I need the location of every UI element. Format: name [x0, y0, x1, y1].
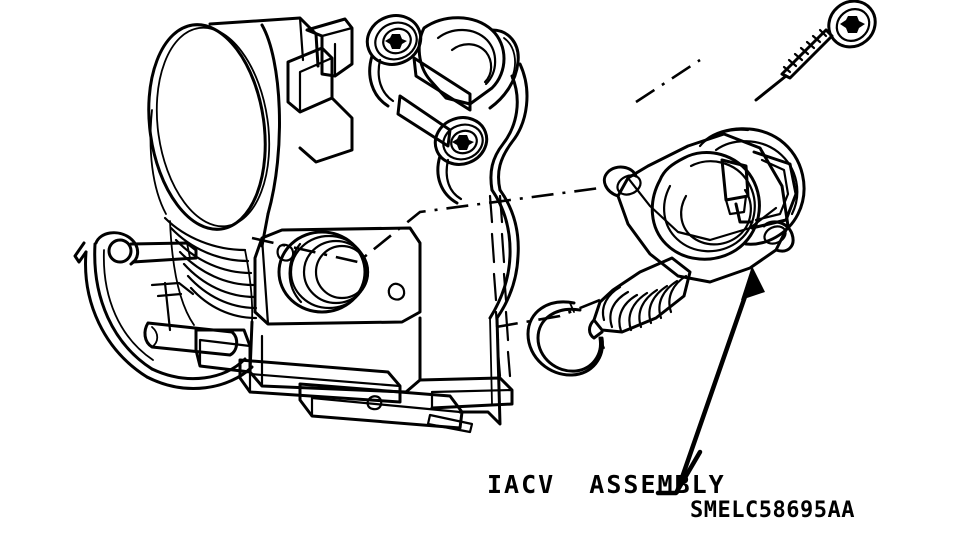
body-right-profile	[488, 62, 529, 320]
tie-bar	[396, 56, 472, 148]
assembly-centerline	[251, 58, 701, 329]
iacv-assembly-label: IACV ASSEMBLY	[487, 470, 726, 499]
throttle-body	[73, 14, 529, 434]
throttle-bore	[147, 23, 271, 231]
iacv-mounting-screw	[754, 0, 877, 102]
o-ring-seal	[526, 300, 605, 377]
upper-bracket	[286, 17, 354, 164]
idle-air-control-valve	[588, 127, 806, 340]
bore-collar-rings	[163, 216, 258, 326]
retaining-screw-lower	[433, 116, 489, 205]
iacv-mounting-port	[253, 226, 422, 326]
port-axis-marker	[488, 194, 512, 378]
iacv-assembly-callout	[655, 266, 765, 496]
drawing-number-label: SMELC58695AA	[690, 498, 855, 523]
retaining-screw-upper	[365, 14, 423, 108]
throttle-linkage-bracket	[73, 231, 254, 390]
